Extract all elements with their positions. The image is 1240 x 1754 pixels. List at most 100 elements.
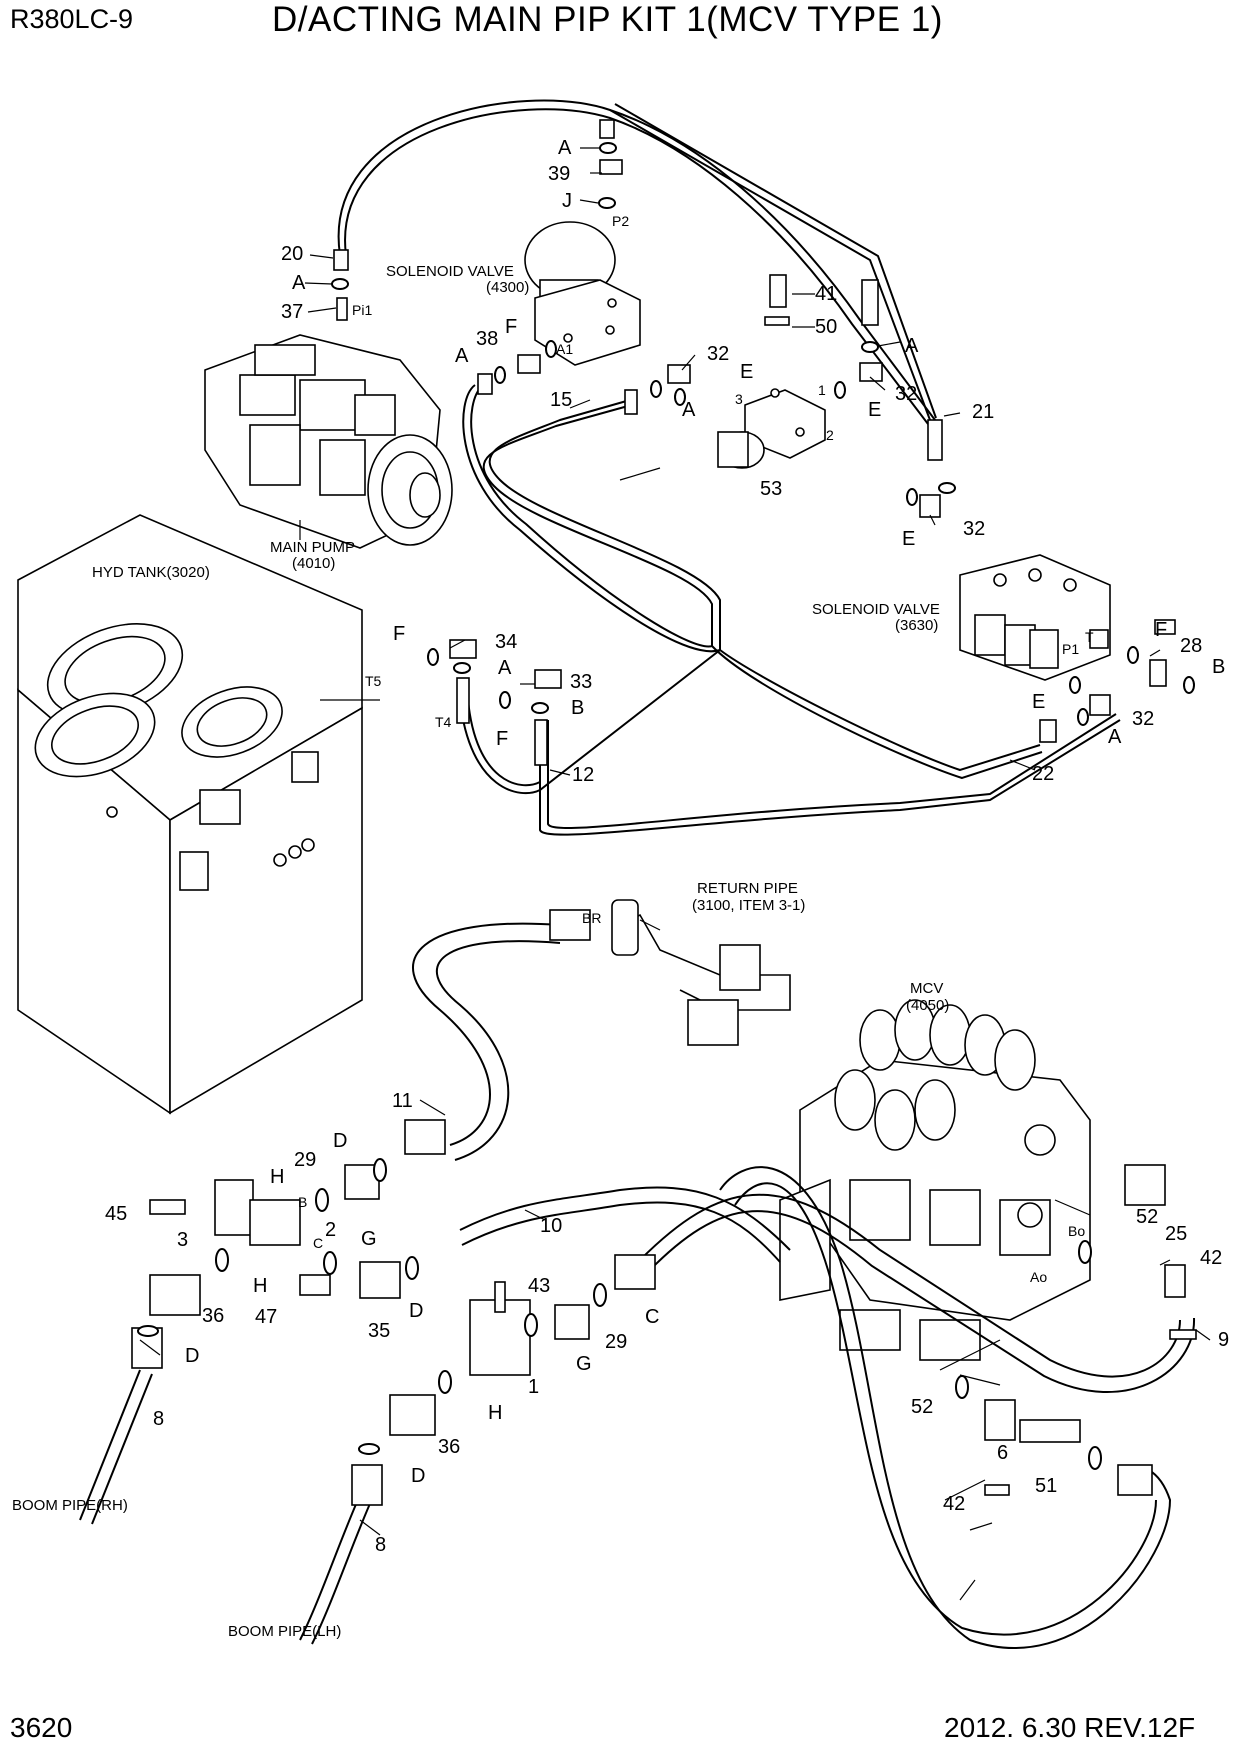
page-title: D/ACTING MAIN PIP KIT 1(MCV TYPE 1) — [272, 0, 943, 39]
solenoid-valve-4300-caption-line1: SOLENOID VALVE — [386, 263, 514, 280]
return-pipe-caption-line1: RETURN PIPE — [697, 880, 798, 897]
port-t4: T4 — [435, 714, 452, 730]
callout-37: 37 — [281, 301, 303, 323]
port-bo: Bo — [1068, 1223, 1085, 1239]
callout-11: 11 — [392, 1090, 413, 1112]
callout-8: 8 — [375, 1534, 386, 1556]
callout-36: 36 — [202, 1305, 224, 1327]
callout-a: A — [455, 345, 469, 367]
callout-51: 51 — [1035, 1475, 1057, 1497]
port-b: B — [298, 1194, 307, 1210]
port-c: C — [313, 1235, 323, 1251]
callout-a: A — [292, 272, 306, 294]
callout-10: 10 — [540, 1215, 562, 1237]
page-number: 3620 — [10, 1712, 73, 1743]
port-t: T — [1085, 629, 1094, 645]
port-3: 3 — [735, 391, 743, 407]
solenoid-valve-3630-caption-line2: (3630) — [895, 617, 938, 634]
revision-date: 2012. 6.30 REV.12F — [944, 1712, 1196, 1743]
callout-a: A — [558, 137, 572, 159]
callout-d: D — [411, 1465, 425, 1487]
callout-45: 45 — [105, 1203, 127, 1225]
return-pipe-caption-line2: (3100, ITEM 3-1) — [692, 897, 805, 914]
callout-20: 20 — [281, 243, 303, 265]
callout-d: D — [409, 1300, 423, 1322]
callout-41: 41 — [815, 283, 837, 305]
component-captions: SOLENOID VALVE (4300) MAIN PUMP (4010) H… — [12, 263, 949, 1640]
port-t5: T5 — [365, 673, 382, 689]
callout-53: 53 — [760, 478, 782, 500]
callout-38: 38 — [476, 328, 498, 350]
callout-50: 50 — [815, 316, 837, 338]
callout-42: 42 — [1200, 1247, 1222, 1269]
hose-lines — [79, 99, 1196, 1649]
callout-a: A — [1108, 726, 1122, 748]
callout-e: E — [1032, 691, 1045, 713]
callout-29: 29 — [294, 1149, 316, 1171]
callout-32: 32 — [895, 383, 917, 405]
main-pump-caption-line1: MAIN PUMP — [270, 539, 355, 556]
port-1: 1 — [818, 382, 826, 398]
mcv-caption-line2: (4050) — [906, 997, 949, 1014]
callout-43: 43 — [528, 1275, 550, 1297]
solenoid-valve-4300-drawing — [524, 221, 641, 366]
callout-39: 39 — [548, 163, 570, 185]
solenoid-valve-3630-caption-line1: SOLENOID VALVE — [812, 601, 940, 618]
callout-3: 3 — [177, 1229, 188, 1251]
callout-35: 35 — [368, 1320, 390, 1342]
callout-2: 2 — [325, 1219, 336, 1241]
callout-e: E — [740, 361, 753, 383]
callout-28: 28 — [1180, 635, 1202, 657]
callout-42: 42 — [943, 1493, 965, 1515]
port-br: BR — [582, 910, 601, 926]
callout-h: H — [253, 1275, 267, 1297]
model-number: R380LC-9 — [10, 4, 134, 34]
boom-pipe-rh-caption: BOOM PIPE(RH) — [12, 1497, 128, 1514]
callout-22: 22 — [1032, 763, 1054, 785]
callout-52: 52 — [911, 1396, 933, 1418]
leader-lines — [139, 147, 1211, 1601]
port-ao: Ao — [1030, 1269, 1047, 1285]
valve-53-drawing — [717, 388, 826, 469]
mcv-caption-line1: MCV — [910, 980, 943, 997]
mcv-drawing — [779, 999, 1091, 1361]
port-p2: P2 — [612, 213, 629, 229]
o-rings — [137, 142, 1195, 1470]
port-pi1: Pi1 — [352, 302, 372, 318]
callout-47: 47 — [255, 1306, 277, 1328]
port-p1: P1 — [1062, 641, 1079, 657]
callout-6: 6 — [997, 1442, 1008, 1464]
callout-52: 52 — [1136, 1206, 1158, 1228]
callout-25: 25 — [1165, 1223, 1187, 1245]
callout-29: 29 — [605, 1331, 627, 1353]
callout-8: 8 — [153, 1408, 164, 1430]
callout-21: 21 — [972, 401, 994, 423]
callout-9: 9 — [1218, 1329, 1229, 1351]
callout-a: A — [905, 335, 919, 357]
callout-f: F — [496, 728, 508, 750]
callout-c: C — [645, 1306, 659, 1328]
callout-32: 32 — [707, 343, 729, 365]
callout-15: 15 — [550, 389, 572, 411]
port-a1: A1 — [556, 341, 573, 357]
fittings — [131, 119, 1197, 1506]
main-pump-caption-line2: (4010) — [292, 555, 335, 572]
callout-32: 32 — [963, 518, 985, 540]
callout-h: H — [488, 1402, 502, 1424]
callout-b: B — [1212, 656, 1225, 678]
part-callouts: A 39 J 20 A 37 41 50 38 F A 32 E 32 15 A… — [105, 137, 1229, 1556]
callout-j: J — [562, 190, 572, 212]
boom-pipe-lh-caption: BOOM PIPE(LH) — [228, 1623, 341, 1640]
callout-e: E — [902, 528, 915, 550]
callout-b: B — [571, 697, 584, 719]
callout-h: H — [270, 1166, 284, 1188]
callout-34: 34 — [495, 631, 517, 653]
callout-e: E — [868, 399, 881, 421]
callout-f: F — [505, 316, 517, 338]
callout-36: 36 — [438, 1436, 460, 1458]
callout-1: 1 — [528, 1376, 539, 1398]
callout-32: 32 — [1132, 708, 1154, 730]
solenoid-valve-4300-caption-line2: (4300) — [486, 279, 529, 296]
callout-f: F — [393, 623, 405, 645]
